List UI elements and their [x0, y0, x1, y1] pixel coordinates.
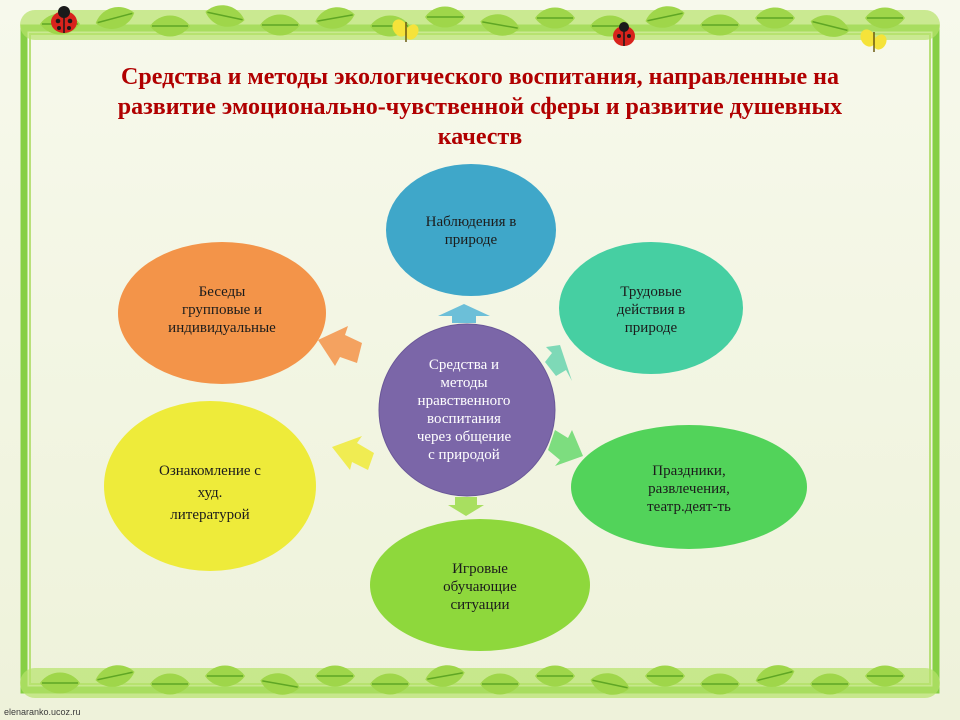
butterfly-icon — [392, 19, 419, 42]
center-label-line: через общение — [416, 429, 512, 445]
center-label-line: воспитания — [427, 411, 501, 427]
title-line: Средства и методы экологического воспита… — [121, 64, 839, 90]
games-label-line: ситуации — [450, 597, 510, 613]
games-label-line: Игровые — [452, 561, 508, 577]
observations-label: Наблюдения в природе — [391, 213, 551, 249]
center-label: Средства и методы нравственного воспитан… — [384, 356, 544, 464]
observations-circle — [386, 164, 556, 296]
ladybug-icon — [51, 6, 77, 33]
ladybug-icon — [613, 22, 635, 46]
center-label-line: Средства и — [428, 357, 500, 373]
arrow-to-labor — [545, 345, 572, 381]
talks-label-line: индивидуальные — [168, 320, 276, 336]
labor-label-line: Трудовые — [620, 284, 682, 300]
arrow-to-holidays — [548, 430, 583, 466]
center-circle — [378, 323, 556, 497]
arrow-to-literature — [332, 436, 374, 470]
center-label-line: нравственного — [417, 393, 511, 409]
literature-label-line: литературой — [170, 507, 250, 523]
holidays-label-line: театр.деят-ть — [647, 499, 731, 515]
labor-label: Трудовые действия в природе — [571, 283, 731, 337]
talks-label-line: групповые и — [181, 302, 263, 318]
title-line: качеств — [437, 124, 523, 150]
talks-label: Беседы групповые и индивидуальные — [137, 283, 307, 337]
site-watermark: elenaranko.ucoz.ru — [4, 707, 81, 717]
talks-label-line: Беседы — [198, 284, 246, 300]
talks-circle — [118, 242, 326, 384]
holidays-label: Праздники, развлечения, театр.деят-ть — [599, 462, 779, 516]
games-label: Игровые обучающие ситуации — [400, 560, 560, 614]
literature-label: Ознакомление с худ. литературой — [125, 460, 295, 526]
games-label-line: обучающие — [443, 579, 517, 595]
bottom-leaf-garland — [20, 660, 940, 700]
arrow-to-games — [448, 497, 484, 516]
observations-label-line: Наблюдения в — [425, 214, 517, 230]
butterfly-icon — [860, 29, 887, 52]
arrow-to-observations — [438, 304, 490, 323]
holidays-label-line: развлечения, — [648, 481, 730, 497]
top-leaf-garland — [20, 0, 940, 42]
literature-label-line: Ознакомление с — [159, 463, 261, 479]
labor-circle — [559, 242, 743, 374]
arrow-to-talks — [318, 326, 362, 366]
literature-label-line: худ. — [197, 485, 223, 501]
holidays-circle — [571, 425, 807, 549]
labor-label-line: действия в — [616, 302, 686, 318]
labor-label-line: природе — [624, 320, 678, 336]
literature-circle — [104, 401, 316, 571]
center-label-line: с природой — [428, 447, 500, 463]
observations-label-line: природе — [444, 232, 498, 248]
games-circle — [370, 519, 590, 651]
holidays-label-line: Праздники, — [652, 463, 726, 479]
center-label-line: методы — [440, 375, 488, 391]
page-title: Средства и методы экологического воспита… — [40, 62, 920, 152]
title-line: развитие эмоционально-чувственной сферы … — [117, 94, 843, 120]
